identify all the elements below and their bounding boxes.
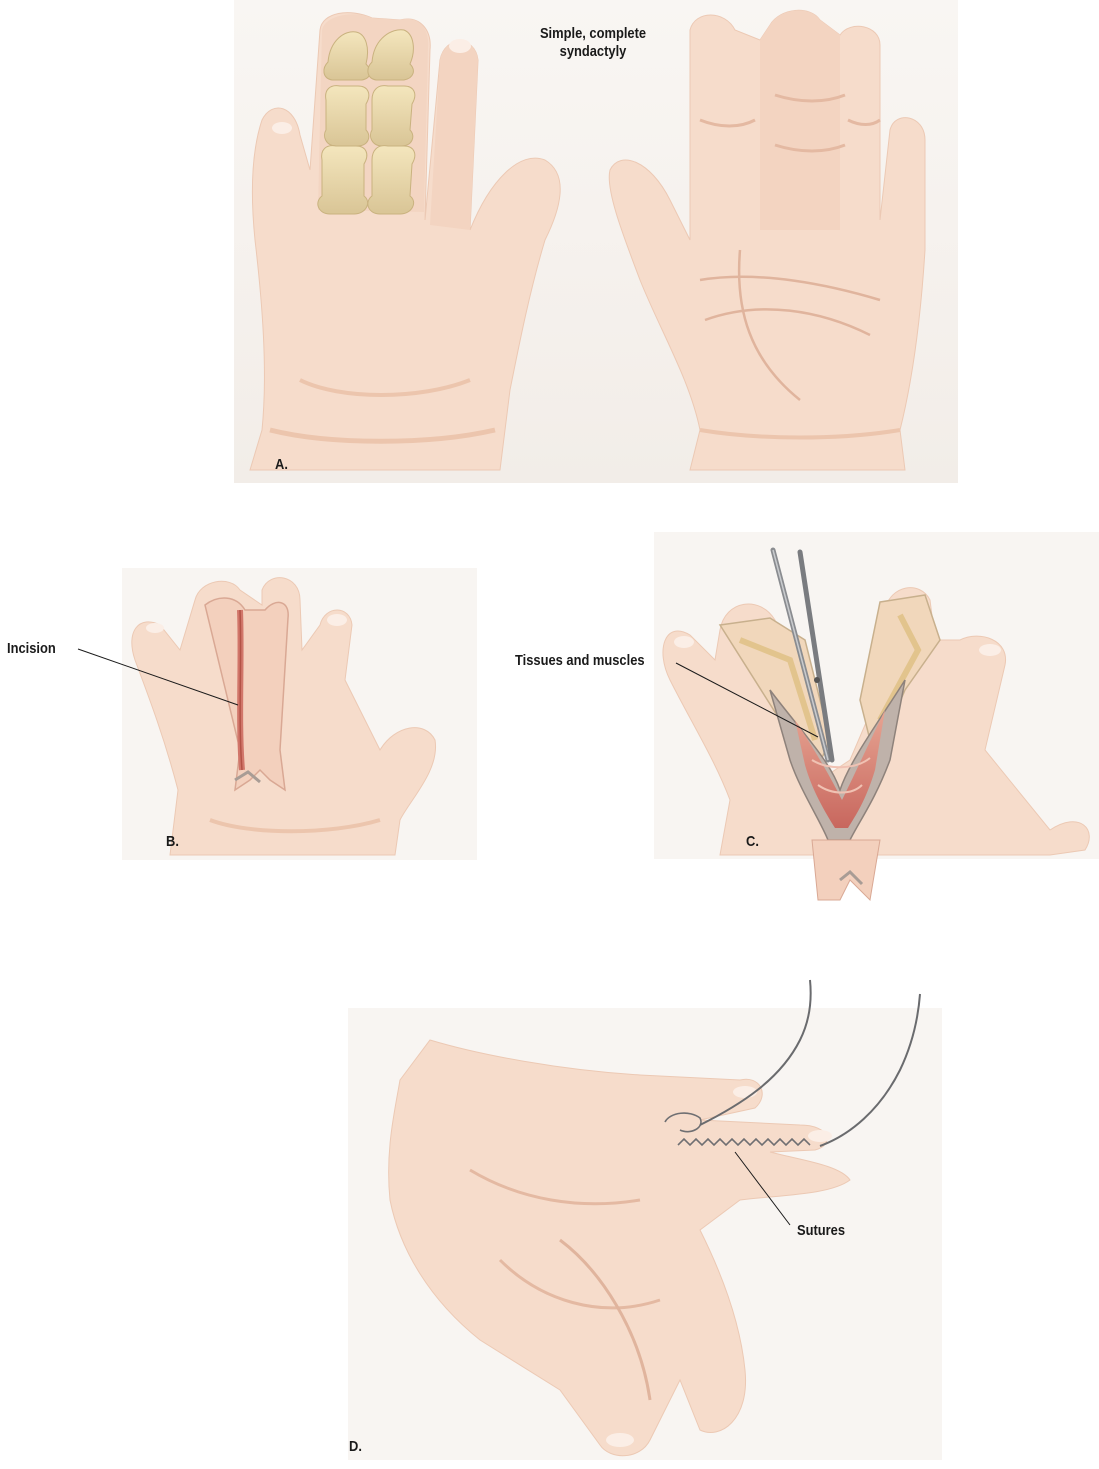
panel-b-letter: B. bbox=[166, 833, 179, 851]
panel-a-letter: A. bbox=[275, 456, 288, 474]
tissues-muscles-label: Tissues and muscles bbox=[515, 652, 645, 670]
panel-c-letter: C. bbox=[746, 833, 759, 851]
panel-d-letter: D. bbox=[349, 1438, 362, 1456]
sutures-label: Sutures bbox=[797, 1222, 845, 1240]
incision-label: Incision bbox=[7, 640, 56, 658]
figure-title: Simple, complete syndactyly bbox=[507, 25, 679, 61]
